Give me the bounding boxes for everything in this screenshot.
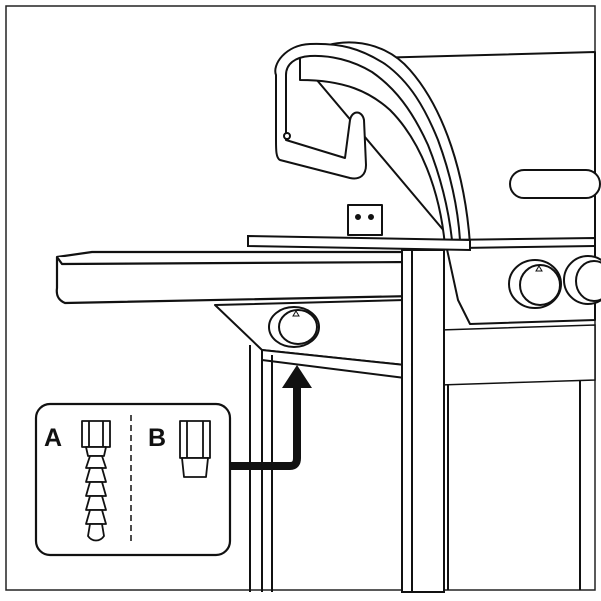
cap-nut-fitting-icon (179, 420, 211, 478)
control-knob-2 (563, 255, 601, 305)
cart-leg-front-right (401, 249, 445, 593)
label-b: B (148, 424, 166, 452)
side-burner-knob (268, 306, 320, 348)
label-a: A (44, 424, 62, 452)
hose-barb-fitting-icon (81, 420, 111, 542)
control-knob-1 (508, 259, 562, 309)
grill-lid (274, 41, 601, 251)
side-shelf (55, 250, 417, 305)
grill-top-edge (247, 234, 471, 252)
bent-arrow-up-icon (230, 365, 312, 470)
fittings-callout: A B (34, 402, 232, 557)
